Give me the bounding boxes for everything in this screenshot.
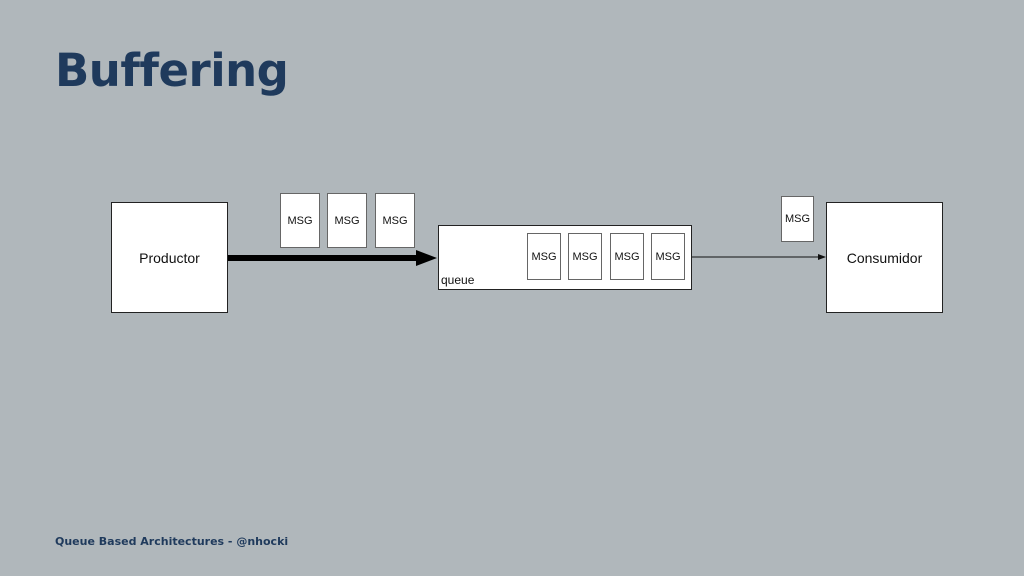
message-label: MSG [655,250,681,263]
queued-message-3: MSG [610,233,644,280]
slide-title: Buffering [55,44,289,97]
queued-message-1: MSG [527,233,561,280]
producer-label: Productor [139,249,200,266]
producer-box: Productor [111,202,228,313]
consumer-label: Consumidor [846,249,923,266]
message-label: MSG [334,214,360,227]
incoming-message-3: MSG [375,193,415,248]
producer-arrow-head [416,250,437,266]
consumer-box: Consumidor [826,202,943,313]
queued-message-4: MSG [651,233,685,280]
queue-label: queue [441,273,475,287]
incoming-message-2: MSG [327,193,367,248]
slide-footer: Queue Based Architectures - @nhocki [55,535,289,548]
message-label: MSG [531,250,557,263]
message-label: MSG [287,214,313,227]
queue-box: MSG MSG MSG MSG queue [438,225,692,290]
message-label: MSG [614,250,640,263]
message-label: MSG [382,214,408,227]
outgoing-message: MSG [781,196,814,242]
message-label: MSG [572,250,598,263]
incoming-message-1: MSG [280,193,320,248]
message-label: MSG [784,213,811,225]
queued-message-2: MSG [568,233,602,280]
